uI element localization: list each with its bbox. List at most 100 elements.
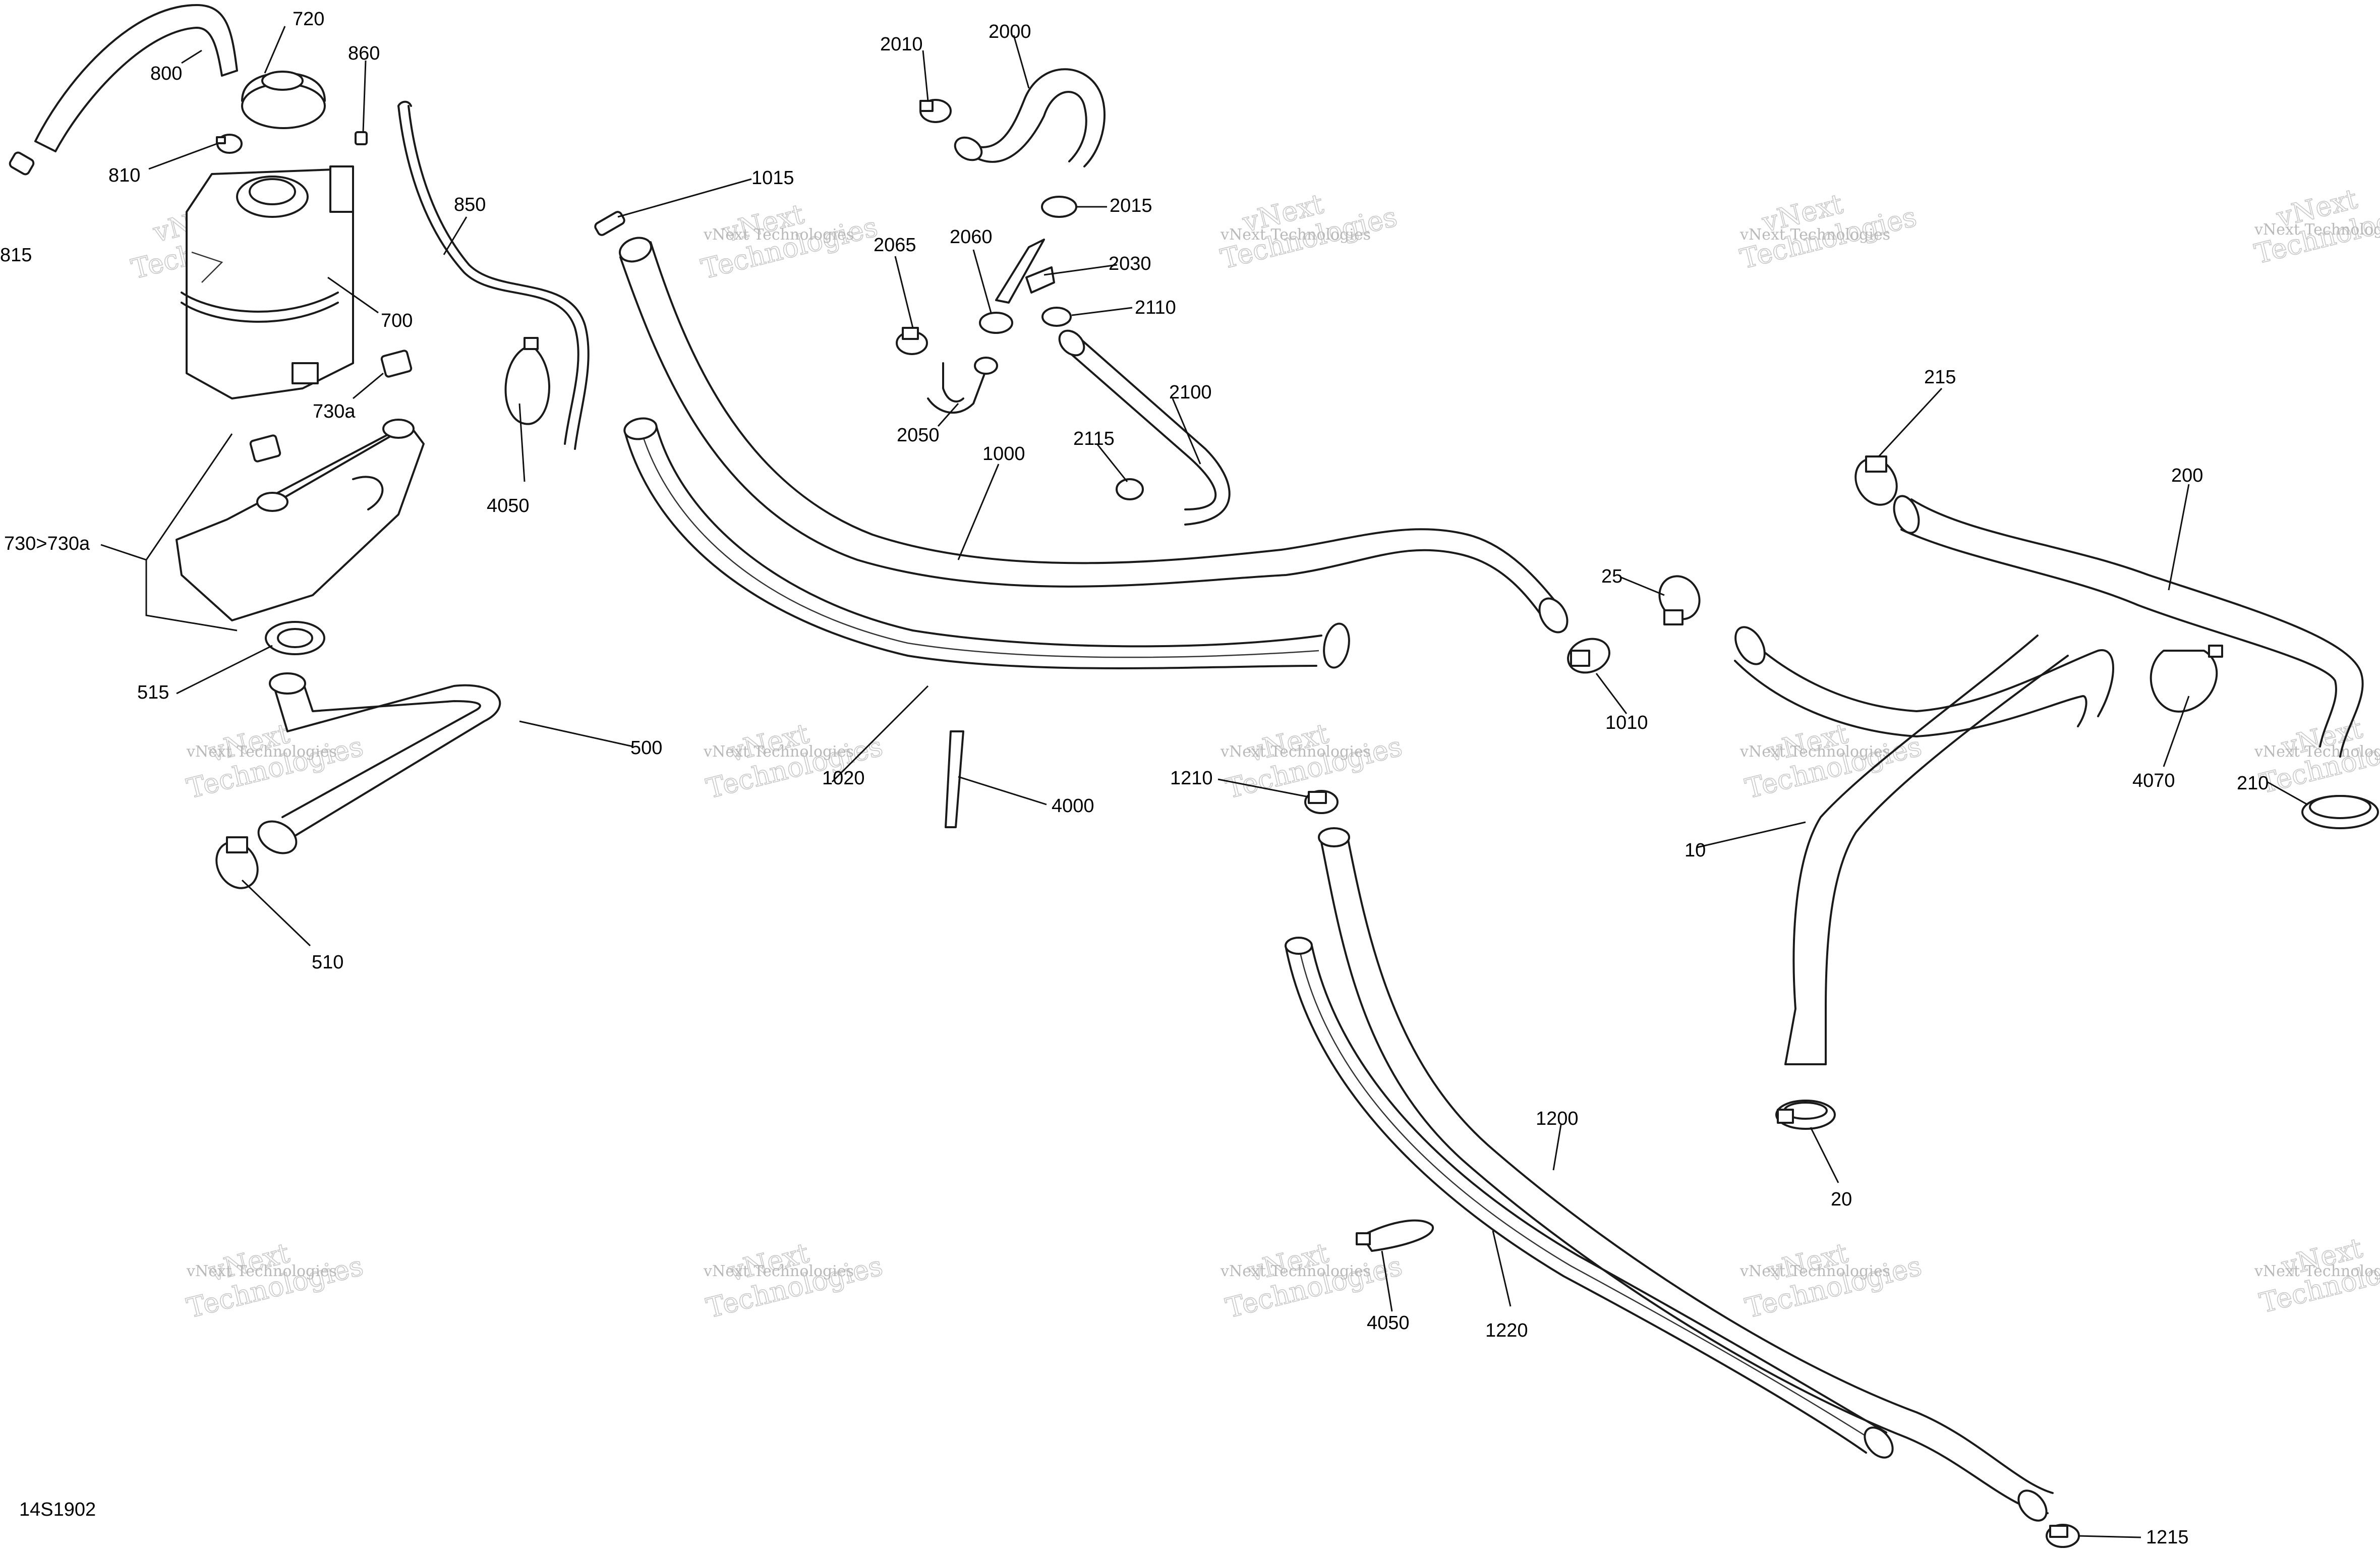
callout-4070: 4070 xyxy=(2132,770,2175,791)
callout-1200: 1200 xyxy=(1536,1108,1579,1129)
callout-2110: 2110 xyxy=(1135,297,1176,318)
callout-730a: 730a xyxy=(313,401,356,422)
part-860-fitting xyxy=(355,131,368,145)
watermark-text: vNext Technologies xyxy=(1739,1262,1890,1280)
part-810-clamp xyxy=(216,134,243,154)
part-730-bracket xyxy=(176,419,425,621)
part-4000-strap xyxy=(945,730,964,828)
callout-515: 515 xyxy=(137,682,169,703)
callout-4000: 4000 xyxy=(1052,795,1094,817)
part-800-hose xyxy=(34,4,238,152)
part-1200-hose xyxy=(1318,827,2054,1522)
part-2100-hose xyxy=(1058,329,1231,526)
part-515-washer xyxy=(265,621,325,655)
callout-4050: 4050 xyxy=(1367,1312,1410,1334)
callout-2060: 2060 xyxy=(950,226,993,248)
part-730a-nut xyxy=(249,350,413,463)
part-2010-clamp xyxy=(919,99,952,123)
watermark: vNext Technologies xyxy=(2251,182,2380,270)
watermark-text: vNext Technologies xyxy=(186,1262,337,1280)
watermark-text: vNext Technologies xyxy=(2254,221,2380,239)
callout-1020: 1020 xyxy=(822,768,865,789)
watermark-text: vNext Technologies xyxy=(2254,1262,2380,1280)
part-210-clamp xyxy=(2301,795,2379,829)
part-4050-strap xyxy=(1356,1219,1434,1252)
watermark-text: vNext Technologies xyxy=(1739,226,1890,244)
watermark-text: vNext Technologies xyxy=(1220,743,1371,761)
callout-510: 510 xyxy=(312,952,343,973)
part-2030-tee-fitting xyxy=(995,239,1055,304)
leader-lines xyxy=(100,26,2308,1538)
watermark: vNext Technologies xyxy=(1736,187,1920,275)
part-25-clamp xyxy=(1658,575,1701,625)
callout-720: 720 xyxy=(293,9,324,30)
part-2000-hose xyxy=(954,68,1106,167)
callout-860: 860 xyxy=(348,43,380,64)
part-1000-hose xyxy=(619,237,1569,634)
callout-500: 500 xyxy=(630,737,662,759)
part-1010-clamp xyxy=(1567,638,1610,674)
watermark-text: vNext Technologies xyxy=(703,1262,854,1280)
part-850-hose xyxy=(397,100,590,450)
callout-1000: 1000 xyxy=(982,443,1025,465)
callout-2115: 2115 xyxy=(1073,428,1115,449)
callout-2000: 2000 xyxy=(989,21,1031,42)
watermark-text: vNext Technologies xyxy=(703,743,854,761)
part-1215-clamp xyxy=(2046,1524,2080,1548)
callout-1220: 1220 xyxy=(1485,1320,1528,1341)
callout-730: 730>730a xyxy=(4,533,90,554)
part-1210-clamp xyxy=(1304,790,1339,814)
watermark-grid: vNext Technologies vNext Technologies vN… xyxy=(128,182,2380,1325)
callout-810: 810 xyxy=(108,165,140,186)
part-2060-clamp xyxy=(979,312,1013,334)
callout-1015: 1015 xyxy=(751,167,794,189)
callout-4050: 4050 xyxy=(487,495,530,516)
part-500-hose xyxy=(257,672,501,854)
callouts: 720 860 800 810 815 850 700 730a 730>730… xyxy=(0,9,2269,1548)
part-1220-hose xyxy=(1285,937,1894,1459)
part-215-clamp xyxy=(1854,455,1898,506)
callout-1215: 1215 xyxy=(2146,1527,2189,1548)
callout-2030: 2030 xyxy=(1109,253,1151,274)
callout-2100: 2100 xyxy=(1169,382,1212,403)
callout-210: 210 xyxy=(2237,773,2269,794)
callout-700: 700 xyxy=(381,310,413,331)
callout-815: 815 xyxy=(0,245,32,266)
part-510-clamp xyxy=(215,836,259,889)
callout-215: 215 xyxy=(1924,367,1956,388)
part-4050-strap xyxy=(504,337,550,425)
figure-reference: 14S1902 xyxy=(19,1499,96,1520)
callout-850: 850 xyxy=(454,194,486,215)
watermark-text: vNext Technologies xyxy=(186,743,337,761)
part-2110-clamp xyxy=(1041,307,1072,327)
callout-2065: 2065 xyxy=(874,235,916,256)
part-10-hose xyxy=(1734,626,2114,1065)
part-2015-clamp xyxy=(1041,196,1077,218)
watermark-text: vNext Technologies xyxy=(703,226,854,244)
part-700-reservoir xyxy=(181,165,354,399)
watermark-text: vNext Technologies xyxy=(1220,1262,1371,1280)
watermark-text: vNext Technologies xyxy=(2254,743,2380,761)
part-720-cap xyxy=(241,71,326,129)
part-815-clamp xyxy=(9,151,35,176)
callout-20: 20 xyxy=(1831,1189,1852,1210)
callout-2050: 2050 xyxy=(897,425,940,446)
part-1015-clamp xyxy=(594,211,625,236)
watermark: vNext Technologies xyxy=(1217,187,1401,275)
watermark-text: vNext Technologies xyxy=(1739,743,1890,761)
part-20-clamp xyxy=(1775,1100,1836,1130)
callout-1210: 1210 xyxy=(1170,768,1213,789)
part-1020-hose xyxy=(623,417,1350,669)
watermark-text: vNext Technologies xyxy=(1220,226,1371,244)
callout-2010: 2010 xyxy=(880,34,923,55)
callout-25: 25 xyxy=(1601,566,1622,587)
part-200-hose xyxy=(1893,495,2364,758)
callout-800: 800 xyxy=(150,63,182,84)
callout-10: 10 xyxy=(1685,840,1706,861)
callout-2015: 2015 xyxy=(1110,195,1152,216)
part-2115-clamp xyxy=(1116,478,1144,500)
part-2050-elbow xyxy=(927,357,998,414)
callout-200: 200 xyxy=(2171,465,2203,486)
part-2065-clamp xyxy=(896,327,928,355)
